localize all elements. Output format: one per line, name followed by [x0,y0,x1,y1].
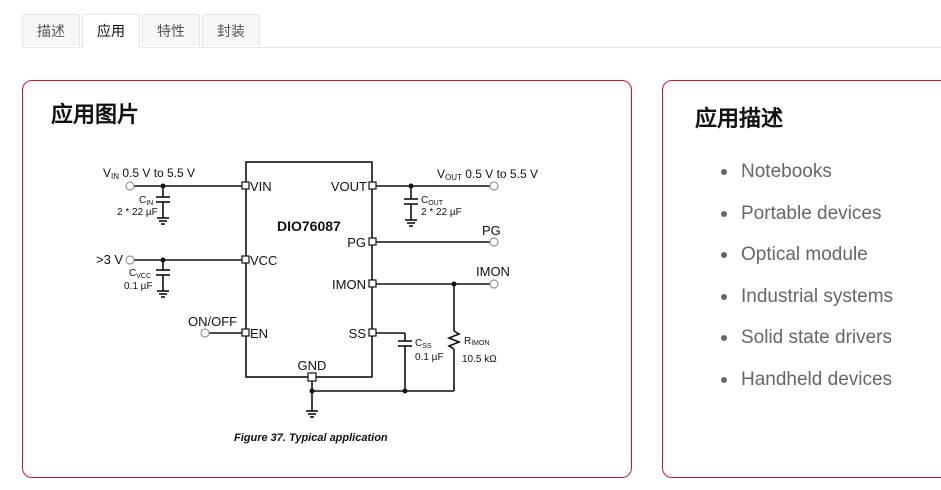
cvcc-label: CVCC [129,268,151,280]
rimon-resistor [446,330,462,350]
pin-label-vcc: VCC [250,253,277,268]
terminal-vout [489,181,499,191]
pin-label-en: EN [250,326,268,341]
bullet-icon [721,376,727,383]
cout-value: 2 * 22 µF [421,207,462,218]
tab-features[interactable]: 特性 [142,14,200,46]
rimon-label: RIMON [464,336,490,347]
bullet-icon [721,210,727,217]
imon-output-label: IMON [476,264,510,279]
list-item: Notebooks [719,159,893,201]
css-value: 0.1 µF [415,352,444,363]
tab-bar: 描述 应用 特性 封装 [22,14,941,48]
pin-ss [368,328,377,337]
pin-label-imon: IMON [332,277,366,292]
figure-caption: Figure 37. Typical application [234,432,388,444]
list-item: Portable devices [719,201,893,243]
pin-imon [368,279,377,288]
vcc-input-label: >3 V [96,252,123,267]
pin-gnd [307,372,317,382]
terminal-vin [125,181,135,191]
en-input-label: ON/OFF [188,314,237,329]
pin-vcc [241,255,250,264]
css-label: CSS [415,338,432,350]
pin-label-vout: VOUT [331,179,367,194]
chip-name: DIO76087 [277,218,341,234]
vout-label: VOUT 0.5 V to 5.5 V [437,167,538,182]
tab-description[interactable]: 描述 [22,14,80,46]
bullet-icon [721,335,727,341]
list-item: Optical module [719,242,893,284]
list-item: Industrial systems [719,284,893,326]
application-schematic: VIN VCC EN VOUT PG IMON SS GND DIO76087 … [96,161,538,444]
vin-label: VIN 0.5 V to 5.5 V [103,166,195,181]
pin-en [241,328,250,337]
pin-label-ss: SS [349,326,367,341]
pin-vout [368,181,377,190]
bullet-icon [721,293,727,300]
pin-label-pg: PG [347,235,366,250]
chip-body [245,161,373,378]
terminal-en [200,328,210,338]
list-item: Handheld devices [719,367,893,409]
cin-label: CIN [139,195,153,207]
application-description-title: 应用描述 [695,106,784,131]
application-image-card: 应用图片 [22,80,632,478]
tab-package[interactable]: 封装 [202,14,260,46]
tab-application[interactable]: 应用 [82,14,140,48]
list-item: Solid state drivers [719,325,893,367]
cout-label: COUT [421,195,444,207]
application-list: Notebooks Portable devices Optical modul… [719,159,893,408]
bullet-icon [721,169,727,175]
cin-value: 2 * 22 µF [117,207,158,218]
pin-label-vin: VIN [250,179,272,194]
terminal-vcc [125,255,135,265]
pin-pg [368,237,377,246]
terminal-imon [489,279,499,289]
rimon-value: 10.5 kΩ [462,354,497,365]
pin-vin [241,181,250,190]
cvcc-value: 0.1 µF [124,281,153,292]
application-image-title: 应用图片 [51,102,140,127]
pin-label-gnd: GND [298,358,327,373]
bullet-icon [721,252,727,258]
application-description-card: 应用描述 Notebooks Portable devices Optical … [662,80,941,478]
terminal-pg [489,237,499,247]
pg-output-label: PG [482,223,501,238]
